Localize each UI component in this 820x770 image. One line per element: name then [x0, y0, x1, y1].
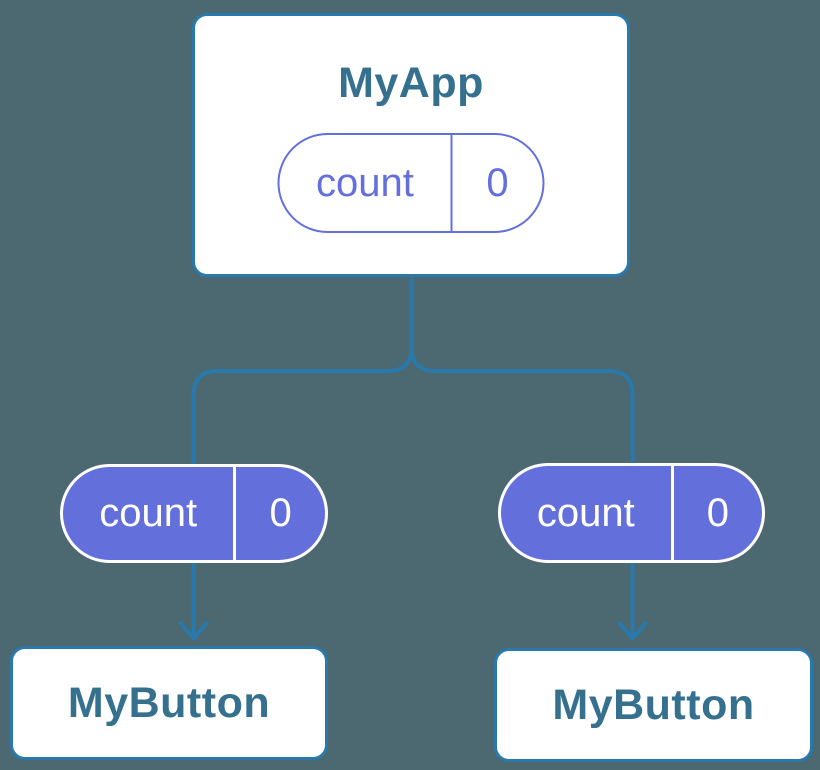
branch-left-connector [191, 279, 414, 466]
pill-divider [450, 135, 453, 231]
arrow-right-head-icon [616, 620, 649, 641]
component-card-mybutton-right: MyButton [494, 648, 813, 762]
component-card-myapp: MyApp count 0 [192, 13, 630, 277]
component-title: MyButton [67, 678, 271, 727]
branch-right-connector [409, 279, 635, 465]
prop-key: count [536, 490, 635, 535]
component-title: MyButton [552, 680, 755, 729]
prop-pill-left: count 0 [60, 464, 328, 563]
component-title: MyApp [338, 59, 484, 107]
prop-key: count [99, 491, 198, 535]
state-value: 0 [486, 160, 509, 205]
prop-pill-right: count 0 [498, 463, 765, 563]
state-key: count [316, 160, 414, 205]
prop-value: 0 [706, 490, 729, 535]
state-pill-root: count 0 [277, 133, 545, 233]
prop-value: 0 [269, 491, 292, 535]
arrow-left-head-icon [177, 620, 210, 641]
component-card-mybutton-left: MyButton [10, 646, 328, 760]
pill-divider [233, 467, 237, 560]
pill-divider [670, 466, 674, 560]
